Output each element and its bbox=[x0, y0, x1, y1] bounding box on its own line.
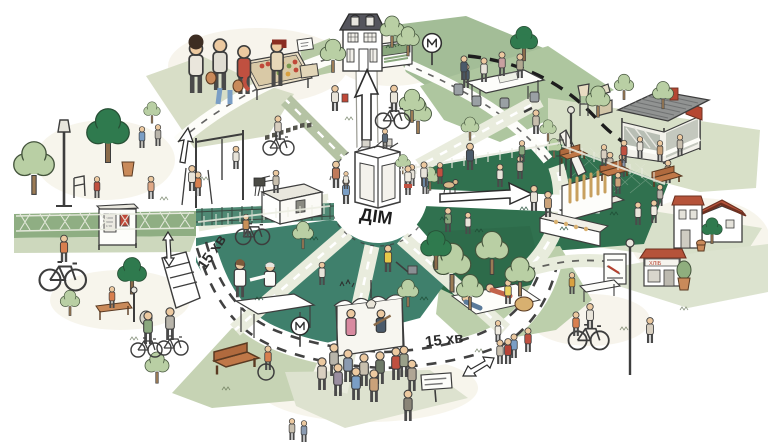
svg-text:ДІМ: ДІМ bbox=[358, 204, 393, 228]
svg-text:ХЛІБ: ХЛІБ bbox=[649, 261, 662, 267]
svg-text:15 хв: 15 хв bbox=[424, 329, 464, 351]
